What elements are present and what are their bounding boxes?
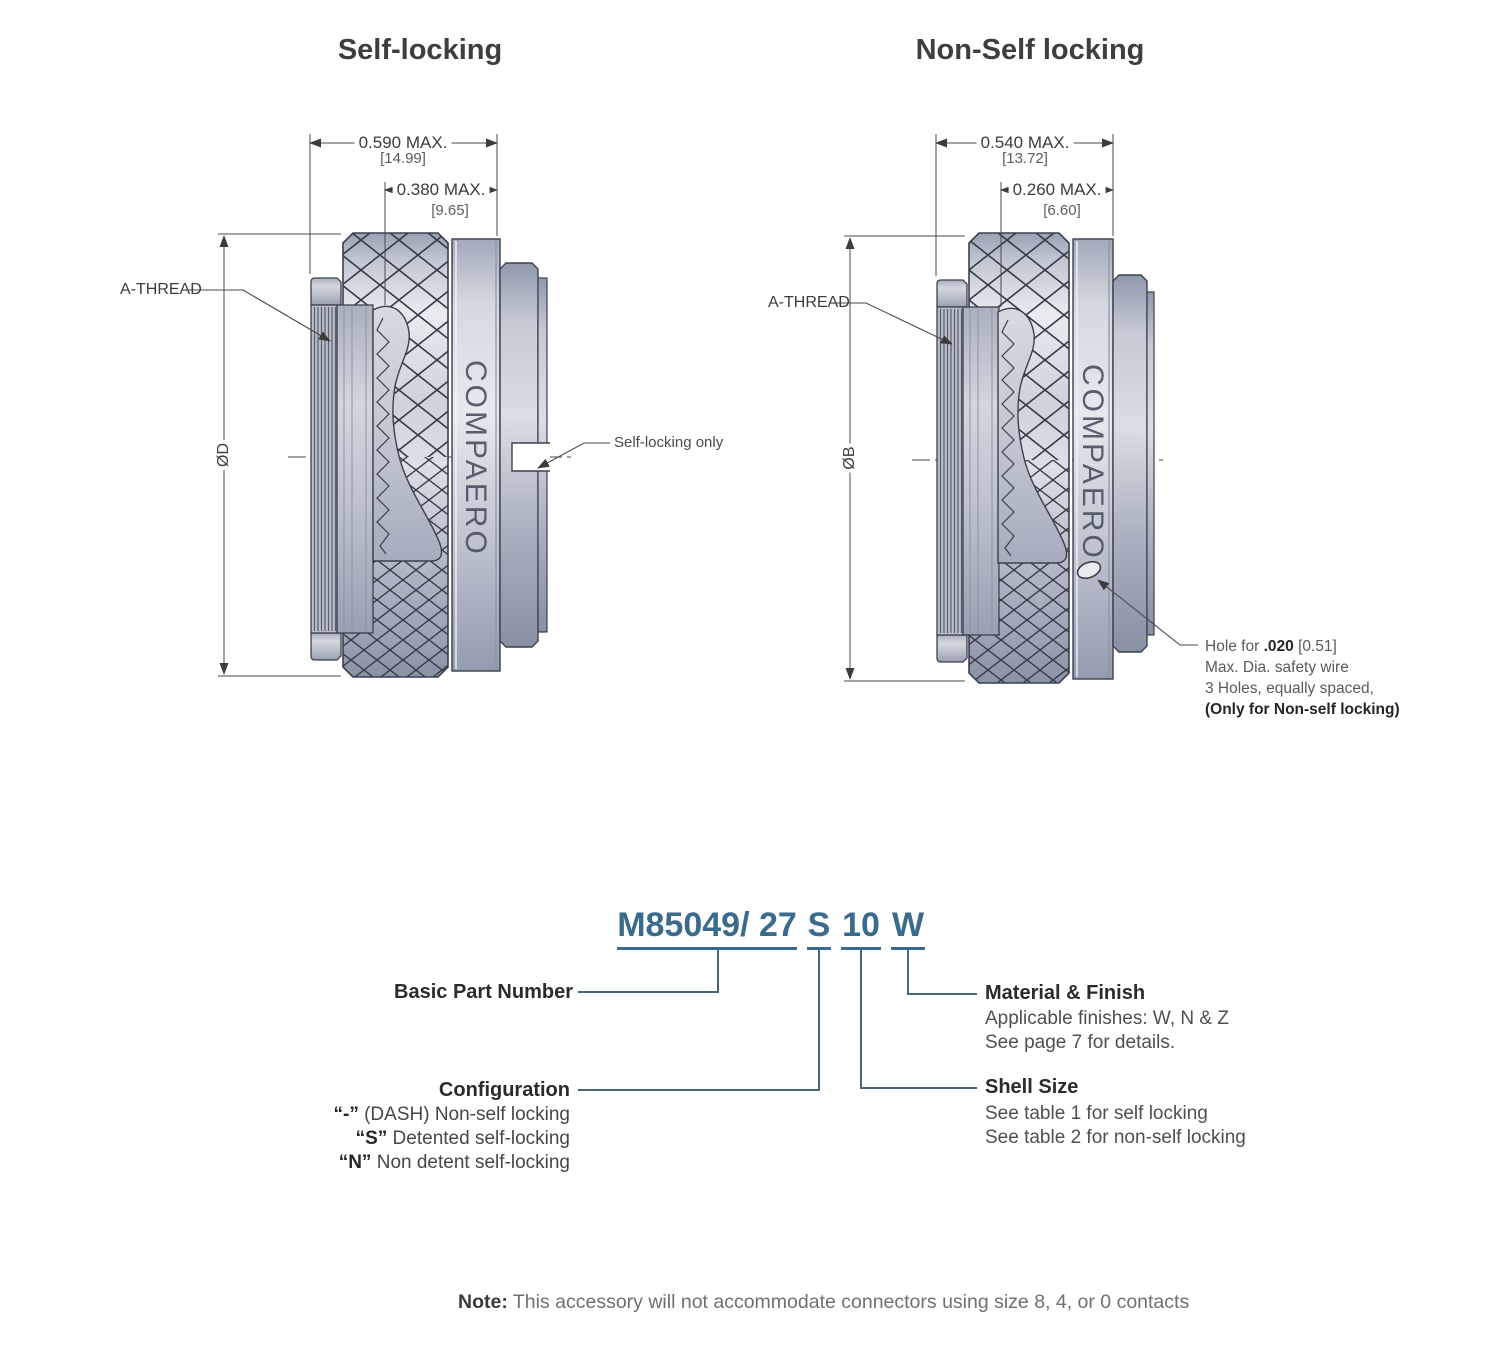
part-number: M85049/ 27 S 10 W	[617, 906, 925, 950]
rear-cap	[499, 262, 550, 648]
dim-outer-right-metric: [13.72]	[1002, 150, 1048, 167]
leader-a-thread-left	[188, 289, 331, 342]
diameter-b-label: ØB	[841, 443, 859, 473]
a-thread-label-left: A-THREAD	[120, 281, 202, 298]
line-basic-part-number	[578, 950, 719, 993]
spring-zigzag	[1001, 319, 1015, 557]
detent-finger	[372, 305, 443, 562]
line-shell-size	[860, 950, 977, 1089]
leader-a-thread-right	[835, 302, 953, 345]
safety-hole-note-line1: Hole for .020 [0.51]	[1205, 638, 1337, 655]
part-number-finish: W	[891, 906, 925, 950]
thread-collar	[310, 277, 374, 661]
thread-collar	[936, 279, 1000, 663]
part-number-basic: M85049/ 27	[617, 906, 797, 950]
spring-zigzag	[376, 317, 390, 555]
safety-wire-hole	[1076, 560, 1102, 580]
footer-note-text: This accessory will not accommodate conn…	[507, 1291, 1190, 1313]
configuration-option-dash: “-” (DASH) Non-self locking	[333, 1104, 571, 1125]
brand-band	[1072, 238, 1114, 680]
slot-notch	[511, 442, 550, 472]
diameter-d-label: ØD	[215, 440, 233, 470]
safety-hole-note-line2: Max. Dia. safety wire	[1205, 659, 1349, 676]
rear-cap	[1112, 274, 1155, 653]
leader-slot	[537, 442, 610, 469]
detent-finger	[997, 307, 1068, 564]
brand-text-left: COMPAERO	[459, 360, 492, 557]
part-number-callout-lines	[578, 950, 977, 1091]
right-title: Non-Self locking	[915, 34, 1145, 66]
configuration-option-s: “S” Detented self-locking	[355, 1128, 570, 1149]
safety-hole-note: Hole for .020 [0.51] Max. Dia. safety wi…	[1205, 636, 1400, 720]
material-finish-line1: Applicable finishes: W, N & Z	[985, 1008, 1229, 1029]
safety-hole-note-line4: (Only for Non-self locking)	[1205, 701, 1400, 718]
brand-text-right: COMPAERO	[1076, 364, 1109, 561]
dim-inner-right-metric: [6.60]	[1043, 202, 1081, 219]
material-finish-label: Material & Finish	[985, 982, 1146, 1004]
footer-note-label: Note:	[458, 1291, 508, 1313]
left-title: Self-locking	[337, 34, 503, 66]
dim-outer-left-metric: [14.99]	[380, 150, 426, 167]
leader-safety-hole	[1097, 579, 1198, 646]
dim-inner-left-metric: [9.65]	[431, 202, 469, 219]
safety-hole-note-line3: 3 Holes, equally spaced,	[1205, 680, 1374, 697]
slot-label: Self-locking only	[614, 434, 724, 451]
configuration-option-n: “N” Non detent self-locking	[338, 1152, 570, 1173]
left-drawing	[188, 134, 610, 678]
line-material-finish	[907, 950, 977, 995]
line-configuration	[578, 950, 820, 1091]
shell-size-line1: See table 1 for self locking	[985, 1103, 1208, 1124]
dim-inner-right-value: 0.260 MAX.	[1008, 180, 1106, 200]
brand-band	[451, 238, 501, 672]
footer-note: Note: This accessory will not accommodat…	[458, 1291, 1189, 1314]
shell-size-line2: See table 2 for non-self locking	[985, 1127, 1246, 1148]
part-number-config: S	[807, 906, 831, 950]
right-drawing	[835, 134, 1198, 684]
dim-inner-left-value: 0.380 MAX.	[392, 180, 490, 200]
part-number-shell: 10	[841, 906, 881, 950]
shell-size-label: Shell Size	[985, 1076, 1079, 1098]
a-thread-label-right: A-THREAD	[768, 294, 850, 311]
configuration-label: Configuration	[438, 1079, 570, 1101]
material-finish-line2: See page 7 for details.	[985, 1032, 1176, 1053]
basic-part-number-label: Basic Part Number	[394, 981, 573, 1003]
